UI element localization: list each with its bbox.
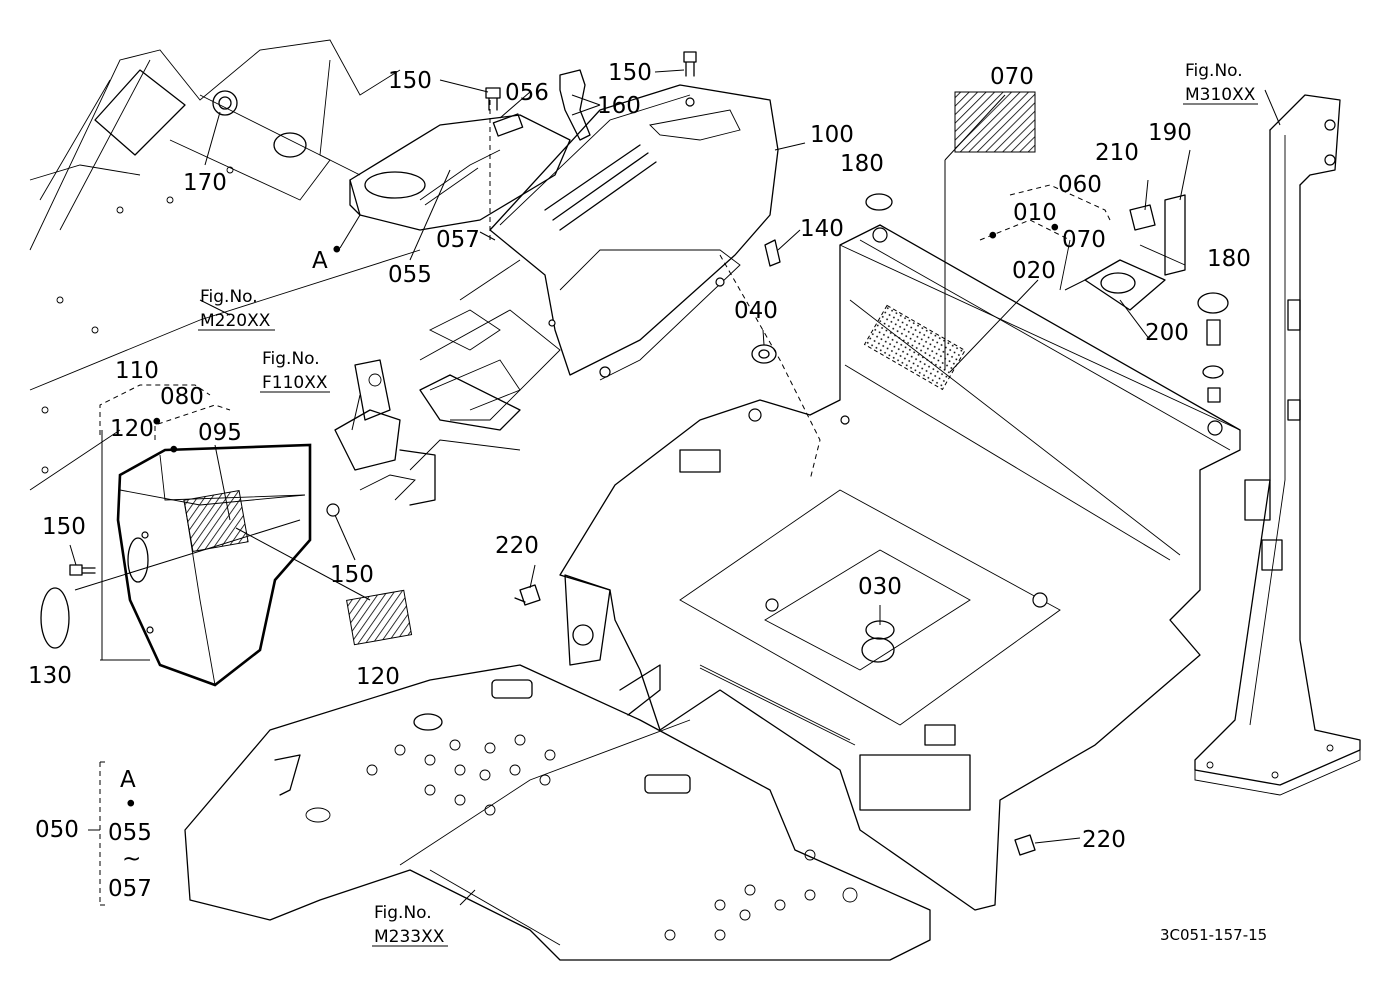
- callout-150: 150: [42, 514, 86, 540]
- legend-050: 050 A • 055 ~ 057: [35, 767, 152, 902]
- callout-055: 055: [388, 262, 432, 288]
- callout-220: 220: [495, 533, 539, 559]
- callout-020: 020: [1012, 258, 1056, 284]
- svg-text:•: •: [986, 224, 1000, 250]
- callout-120: 120: [356, 664, 400, 690]
- callout-110: 110: [115, 358, 159, 384]
- svg-text:055: 055: [108, 820, 152, 846]
- callout-160: 160: [597, 93, 641, 119]
- svg-text:•: •: [124, 792, 138, 818]
- drawing-code: 3C051-157-15: [1160, 926, 1267, 944]
- label-120: [346, 589, 413, 646]
- callout-150: 150: [330, 562, 374, 588]
- svg-text:~: ~: [122, 846, 141, 872]
- svg-text:Fig.No.: Fig.No.: [262, 349, 320, 369]
- cover-080: [116, 443, 312, 687]
- svg-text:050: 050: [35, 817, 79, 843]
- svg-text:M310XX: M310XX: [1185, 85, 1256, 105]
- panel-100: [419, 84, 821, 481]
- fig-ref-m233: Fig.No. M233XX: [372, 903, 448, 947]
- callout-200: 200: [1145, 320, 1189, 346]
- callout-130: 130: [28, 663, 72, 689]
- fig-ref-m220: Fig.No. M220XX: [198, 287, 275, 331]
- svg-text:•: •: [1048, 216, 1062, 242]
- frame-m220: [29, 39, 421, 491]
- svg-text:Fig.No.: Fig.No.: [1185, 61, 1243, 81]
- callout-056: 056: [505, 80, 549, 106]
- callout-040: 040: [734, 298, 778, 324]
- callout-080: 080: [160, 384, 204, 410]
- callout-180: 180: [1207, 246, 1251, 272]
- fig-ref-f110: Fig.No. F110XX: [260, 349, 330, 393]
- svg-text:Fig.No.: Fig.No.: [374, 903, 432, 923]
- callout-030: 030: [858, 574, 902, 600]
- callout-120: 120: [110, 416, 154, 442]
- callout-100: 100: [810, 122, 854, 148]
- callout-010: 010: [1013, 200, 1057, 226]
- leader-lines: [69, 69, 1281, 906]
- hardware: [69, 51, 1229, 856]
- callout-180: 180: [840, 151, 884, 177]
- group-brackets: [99, 184, 1111, 906]
- plate-holes: [366, 734, 858, 941]
- group-dots: • • • • •: [150, 216, 1062, 464]
- part-callouts: 150 056 150 160 170 A 055 057 100 180 14…: [28, 60, 1251, 853]
- svg-text:•: •: [330, 238, 344, 264]
- svg-text:A: A: [120, 767, 136, 793]
- callout-150: 150: [388, 68, 432, 94]
- grommet-130: [40, 587, 70, 649]
- bracket-f110: [326, 259, 521, 517]
- svg-text:M233XX: M233XX: [374, 927, 445, 947]
- svg-text:•: •: [150, 410, 164, 436]
- cover-a: [349, 113, 571, 231]
- callout-057: 057: [436, 227, 480, 253]
- post-m310: [1194, 94, 1361, 796]
- svg-text:•: •: [167, 438, 181, 464]
- svg-text:057: 057: [108, 876, 152, 902]
- svg-text:Fig.No.: Fig.No.: [200, 287, 258, 307]
- callout-190: 190: [1148, 120, 1192, 146]
- floor-panel: [559, 224, 1241, 911]
- svg-text:F110XX: F110XX: [262, 373, 328, 393]
- callout-220: 220: [1082, 827, 1126, 853]
- callout-170: 170: [183, 170, 227, 196]
- callout-210: 210: [1095, 140, 1139, 166]
- callout-a: A: [312, 248, 328, 274]
- callout-150: 150: [608, 60, 652, 86]
- step-plate: [184, 664, 931, 961]
- fig-ref-m310: Fig.No. M310XX: [1183, 61, 1258, 105]
- svg-text:M220XX: M220XX: [200, 311, 271, 331]
- callout-070: 070: [990, 64, 1034, 90]
- callout-060: 060: [1058, 172, 1102, 198]
- callout-095: 095: [198, 420, 242, 446]
- callout-140: 140: [800, 216, 844, 242]
- callout-070: 070: [1062, 227, 1106, 253]
